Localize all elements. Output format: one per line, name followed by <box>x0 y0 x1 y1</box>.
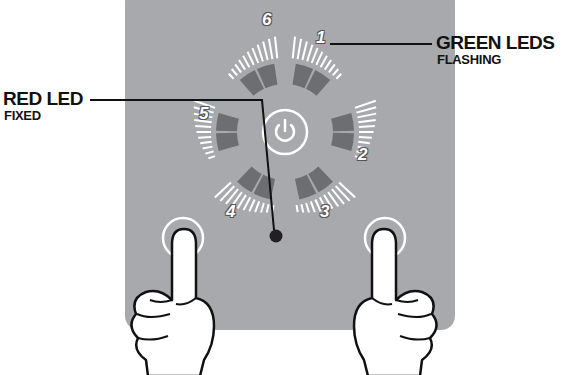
green-led-segment <box>295 175 316 200</box>
level-tick <box>205 151 213 153</box>
level-tick <box>355 101 376 108</box>
hand-knuckles <box>372 298 431 340</box>
level-tick <box>243 56 249 67</box>
leader-line <box>330 43 432 45</box>
level-tick <box>232 69 237 75</box>
level-tick <box>358 114 377 118</box>
green-led-segment <box>216 133 239 151</box>
level-tick <box>215 182 231 197</box>
level-tick <box>198 136 211 139</box>
green-led-segment <box>331 113 354 131</box>
callout-title: RED LED <box>3 88 83 110</box>
level-tick <box>316 52 322 65</box>
level-tick <box>293 37 295 59</box>
level-tick <box>359 126 375 127</box>
right-hand <box>354 229 437 375</box>
green-led-segment <box>216 113 239 131</box>
hand-knuckles <box>137 298 196 340</box>
callout-note: FLASHING <box>437 52 501 67</box>
level-tick <box>269 39 272 59</box>
level-tick <box>252 48 258 63</box>
level-tick <box>359 136 372 139</box>
level-tick <box>226 189 238 204</box>
level-tick <box>315 199 320 211</box>
callout-note: FIXED <box>4 108 41 123</box>
level-tick <box>311 201 315 212</box>
level-number: 3 <box>320 202 329 222</box>
level-tick <box>336 186 350 201</box>
hand-outline <box>354 229 437 375</box>
green-led-segment <box>237 167 262 193</box>
leader-line <box>90 100 274 230</box>
level-tick <box>306 203 309 213</box>
level-number: 4 <box>226 202 235 222</box>
level-tick <box>220 186 234 201</box>
level-tick <box>358 142 369 144</box>
level-tick <box>229 74 234 79</box>
level-tick <box>203 147 213 149</box>
level-number: 1 <box>316 28 325 48</box>
level-tick <box>359 131 374 133</box>
level-tick <box>235 64 241 72</box>
level-tick <box>255 201 259 212</box>
level-tick <box>197 131 212 133</box>
level-tick <box>329 64 335 72</box>
level-number: 6 <box>262 10 271 30</box>
led-ring <box>194 37 376 213</box>
level-tick <box>267 204 269 212</box>
level-tick <box>339 182 355 197</box>
level-tick <box>297 205 298 212</box>
level-tick <box>249 199 254 211</box>
level-number: 2 <box>358 145 367 165</box>
level-tick <box>275 37 277 59</box>
green-led-segment <box>331 133 354 151</box>
callout-title: GREEN LEDS <box>436 32 555 54</box>
level-tick <box>195 126 211 127</box>
level-tick <box>333 69 338 75</box>
level-tick <box>263 42 267 60</box>
red-led <box>270 230 283 243</box>
level-tick <box>208 156 215 158</box>
level-tick <box>239 60 245 70</box>
power-button <box>263 110 307 154</box>
level-number: 5 <box>199 104 208 124</box>
level-tick <box>200 142 211 144</box>
level-tick <box>356 107 376 112</box>
left-hand <box>131 229 214 375</box>
level-tick <box>298 39 301 59</box>
power-symbol <box>284 120 287 131</box>
green-led-segment <box>306 70 330 96</box>
level-tick <box>248 52 254 65</box>
hand-outline <box>131 229 214 375</box>
green-led-segment <box>257 64 278 88</box>
level-tick <box>321 56 327 67</box>
level-tick <box>307 45 312 62</box>
level-tick <box>258 45 263 62</box>
level-tick <box>302 42 306 60</box>
level-tick <box>336 74 341 79</box>
level-tick <box>312 48 318 63</box>
level-tick <box>261 203 264 213</box>
level-tick <box>358 120 375 122</box>
level-tick <box>325 60 331 70</box>
level-tick <box>301 204 303 212</box>
